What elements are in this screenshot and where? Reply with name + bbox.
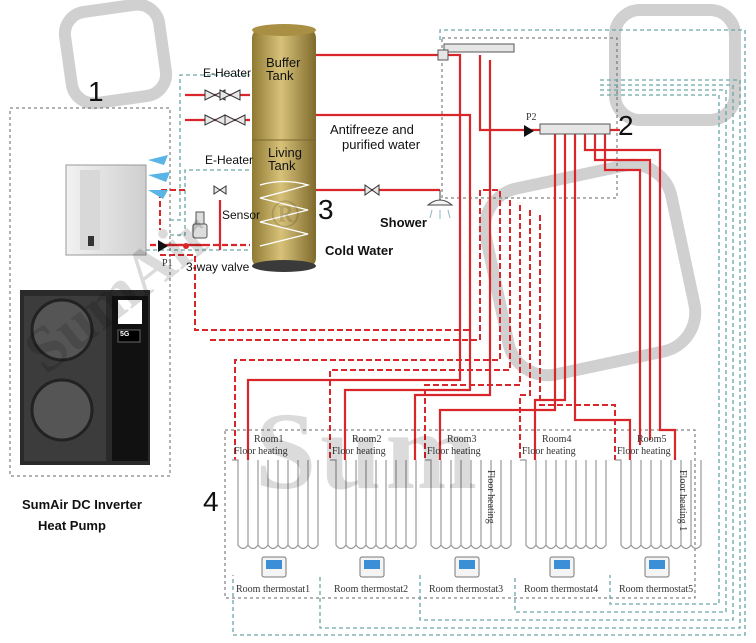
room-4-thermostat-label: Room thermostat4 — [524, 584, 599, 595]
e-heater-top-label: E-Heater — [203, 66, 252, 80]
indoor-unit — [65, 155, 170, 256]
three-way-valve-label: 3-way valve — [186, 260, 250, 274]
storage-tank — [252, 24, 316, 272]
room-3-coil — [425, 459, 512, 550]
thermostat-4-device — [549, 556, 575, 578]
thermostat-1-device — [261, 556, 287, 578]
zone-1-number: 1 — [88, 76, 104, 107]
room-5-name: Room5 — [637, 434, 667, 445]
room-2-floor-heating: Floor heating — [332, 446, 386, 457]
outdoor-heat-pump — [20, 290, 150, 465]
sensor-label: Sensor — [222, 208, 261, 222]
room-2-coil — [330, 459, 417, 550]
top-manifold — [437, 43, 611, 135]
floor-heating-vertical-2: Floor heating 1 — [677, 470, 688, 532]
shower-label: Shower — [380, 215, 427, 230]
valves — [204, 89, 380, 196]
e-heater-mid-label: E-Heater — [205, 153, 254, 167]
three-way-valve — [192, 211, 208, 239]
room-2-thermostat-label: Room thermostat2 — [334, 584, 409, 595]
floor-heating-coils — [232, 459, 702, 550]
zone-3-number: 3 — [318, 194, 334, 225]
room-4-floor-heating: Floor heating — [522, 446, 576, 457]
room-1-coil — [232, 459, 319, 550]
cold-water-label: Cold Water — [325, 243, 394, 258]
living-tank-label: Living Tank — [268, 145, 302, 173]
room-4-name: Room4 — [542, 434, 572, 445]
zone4-box — [224, 429, 696, 599]
pump-p2-label: P2 — [526, 112, 537, 123]
thermostat-3-device — [454, 556, 480, 578]
room-5-coil — [615, 459, 702, 550]
pump-p1-label: P1 — [162, 258, 173, 269]
floor-heating-vertical-1: Floor heating — [485, 470, 496, 524]
zone2-box — [441, 37, 618, 199]
room-1-floor-heating: Floor heating — [234, 446, 288, 457]
room-thermostats — [261, 556, 670, 578]
control-wires — [129, 29, 746, 636]
thermostat-5-device — [644, 556, 670, 578]
room-4-coil — [520, 459, 607, 550]
pipes — [150, 53, 677, 460]
unit-badge: 5G — [120, 331, 130, 338]
room-3-thermostat-label: Room thermostat3 — [429, 584, 504, 595]
heat-pump-title-line1: SumAir DC Inverter — [22, 497, 142, 512]
antifreeze-label: Antifreeze and — [330, 122, 414, 137]
pumps — [158, 125, 534, 252]
zone1-box — [9, 107, 171, 477]
thermostat-2-device — [359, 556, 385, 578]
buffer-tank-label: Buffer Tank — [266, 55, 301, 83]
zone-2-number: 2 — [618, 110, 634, 141]
room-5-thermostat-label: Room thermostat5 — [619, 584, 694, 595]
room-1-thermostat-label: Room thermostat1 — [236, 584, 311, 595]
room-3-name: Room3 — [447, 434, 477, 445]
zone-4-number: 4 — [203, 486, 219, 517]
watermark-logos — [58, 0, 741, 382]
heat-pump-title-line2: Heat Pump — [38, 518, 106, 533]
room-1-name: Room1 — [254, 434, 284, 445]
purified-water-label: purified water — [342, 137, 421, 152]
shower-head — [426, 190, 454, 219]
room-3-floor-heating: Floor heating — [427, 446, 481, 457]
room-5-floor-heating: Floor heating — [617, 446, 671, 457]
room-2-name: Room2 — [352, 434, 382, 445]
return-pipes — [159, 180, 616, 460]
